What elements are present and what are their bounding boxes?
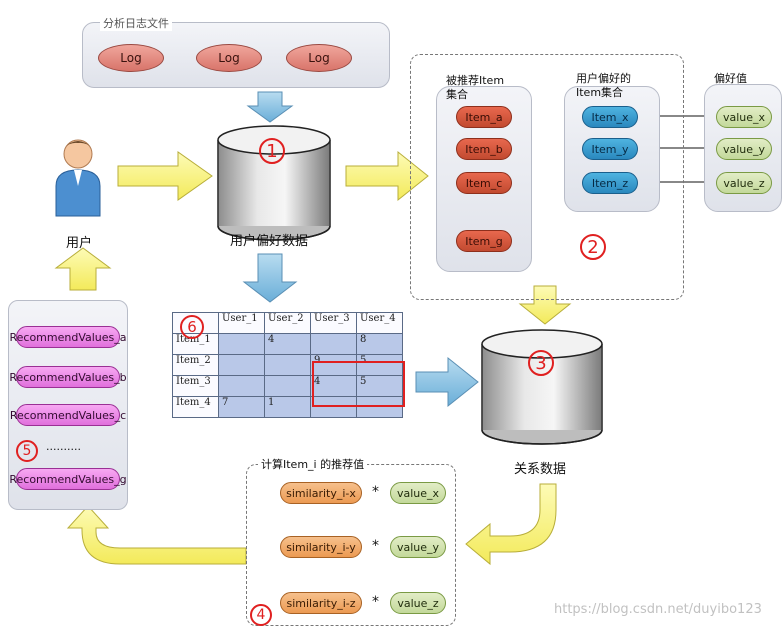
recommended-title-1: 被推荐Item xyxy=(446,74,505,87)
matrix-row-header: Item_2 xyxy=(172,354,219,376)
recommend-value-b: RecommendValues_b xyxy=(9,366,127,388)
recommend-ellipsis: .......... xyxy=(46,440,81,453)
marker-6: 6 xyxy=(180,315,204,339)
log-cylinder-3: Log xyxy=(286,44,352,72)
matrix-cell xyxy=(218,354,265,376)
similarity-z: similarity_i-z xyxy=(280,592,362,614)
item-z: Item_z xyxy=(582,172,638,194)
recommend-value-a: RecommendValues_a xyxy=(9,326,127,348)
value-y: value_y xyxy=(716,138,772,160)
matrix-row-header: Item_4 xyxy=(172,396,219,418)
matrix-cell: 4 xyxy=(264,333,311,355)
matrix-cell xyxy=(264,375,311,397)
matrix-col-header: User_1 xyxy=(218,312,265,334)
pref-values-title: 偏好值 xyxy=(714,72,747,85)
log-cylinder-1: Log xyxy=(98,44,164,72)
preference-group xyxy=(410,54,684,300)
matrix-cell xyxy=(218,333,265,355)
matrix-cell: 5 xyxy=(356,354,403,376)
arrow-logs-to-db xyxy=(246,91,294,123)
log-label-1: Log xyxy=(120,51,142,65)
matrix-cell xyxy=(218,375,265,397)
db3-label: 关系数据 xyxy=(514,462,567,477)
matrix-cell: 7 xyxy=(218,396,265,418)
marker-2: 2 xyxy=(580,234,606,260)
recommend-value-c: RecommendValues_c xyxy=(10,404,126,426)
matrix-cell xyxy=(310,396,357,418)
recommend-value-g: RecommendValues_g xyxy=(9,468,127,490)
matrix-col-header: User_2 xyxy=(264,312,311,334)
matrix-highlight xyxy=(312,361,405,407)
multiply-symbol: * xyxy=(372,538,379,554)
calc-value-z: value_z xyxy=(390,592,446,614)
matrix-col-header: User_3 xyxy=(310,312,357,334)
rating-matrix: User_1 User_2 User_3 User_4 Item_1 4 8 I… xyxy=(172,312,403,418)
matrix-col-header: User_4 xyxy=(356,312,403,334)
matrix-cell: 8 xyxy=(356,333,403,355)
log-cylinder-2: Log xyxy=(196,44,262,72)
log-label-3: Log xyxy=(308,51,330,65)
multiply-symbol: * xyxy=(372,594,379,610)
arrow-prefs-to-db3 xyxy=(518,285,572,325)
marker-5: 5 xyxy=(16,440,38,462)
multiply-symbol: * xyxy=(372,484,379,500)
database-1-icon xyxy=(217,125,331,241)
matrix-cell: 4 xyxy=(310,375,357,397)
item-y: Item_y xyxy=(582,138,638,160)
item-g: Item_g xyxy=(456,230,512,252)
item-x: Item_x xyxy=(582,106,638,128)
value-x: value_x xyxy=(716,106,772,128)
user-label: 用户 xyxy=(66,236,93,251)
matrix-cell: 5 xyxy=(356,375,403,397)
marker-3: 3 xyxy=(528,350,554,376)
arrow-calc-to-recommend xyxy=(66,505,247,565)
log-panel-title: 分析日志文件 xyxy=(100,15,172,31)
user-pref-title-1: 用户偏好的 xyxy=(576,72,631,85)
matrix-cell xyxy=(264,354,311,376)
recommended-title-2: 集合 xyxy=(446,88,468,101)
matrix-container: User_1 User_2 User_3 User_4 Item_1 4 8 I… xyxy=(172,312,403,418)
marker-4: 4 xyxy=(250,604,272,626)
db1-label: 用户偏好数据 xyxy=(230,234,309,249)
arrow-db-to-matrix xyxy=(242,253,298,303)
watermark: https://blog.csdn.net/duyibo123 xyxy=(554,602,762,617)
arrow-user-to-db xyxy=(117,151,213,201)
value-z: value_z xyxy=(716,172,772,194)
item-c: Item_c xyxy=(456,172,512,194)
calc-value-y: value_y xyxy=(390,536,446,558)
item-b: Item_b xyxy=(456,138,512,160)
arrow-recommend-to-user xyxy=(54,247,112,291)
similarity-y: similarity_i-y xyxy=(280,536,362,558)
marker-1: 1 xyxy=(259,138,285,164)
calc-title: 计算Item_i 的推荐值 xyxy=(258,456,368,472)
matrix-row-header: Item_3 xyxy=(172,375,219,397)
arrow-db3-to-calc xyxy=(465,483,557,566)
database-3-icon xyxy=(481,329,603,445)
log-label-2: Log xyxy=(218,51,240,65)
item-a: Item_a xyxy=(456,106,512,128)
user-pref-title-2: Item集合 xyxy=(576,86,624,99)
calc-value-x: value_x xyxy=(390,482,446,504)
similarity-x: similarity_i-x xyxy=(280,482,362,504)
matrix-cell xyxy=(310,333,357,355)
matrix-cell: 1 xyxy=(264,396,311,418)
matrix-cell xyxy=(356,396,403,418)
arrow-matrix-to-db3 xyxy=(415,356,479,408)
arrow-db-to-prefs xyxy=(345,150,429,202)
user-icon xyxy=(55,139,101,217)
